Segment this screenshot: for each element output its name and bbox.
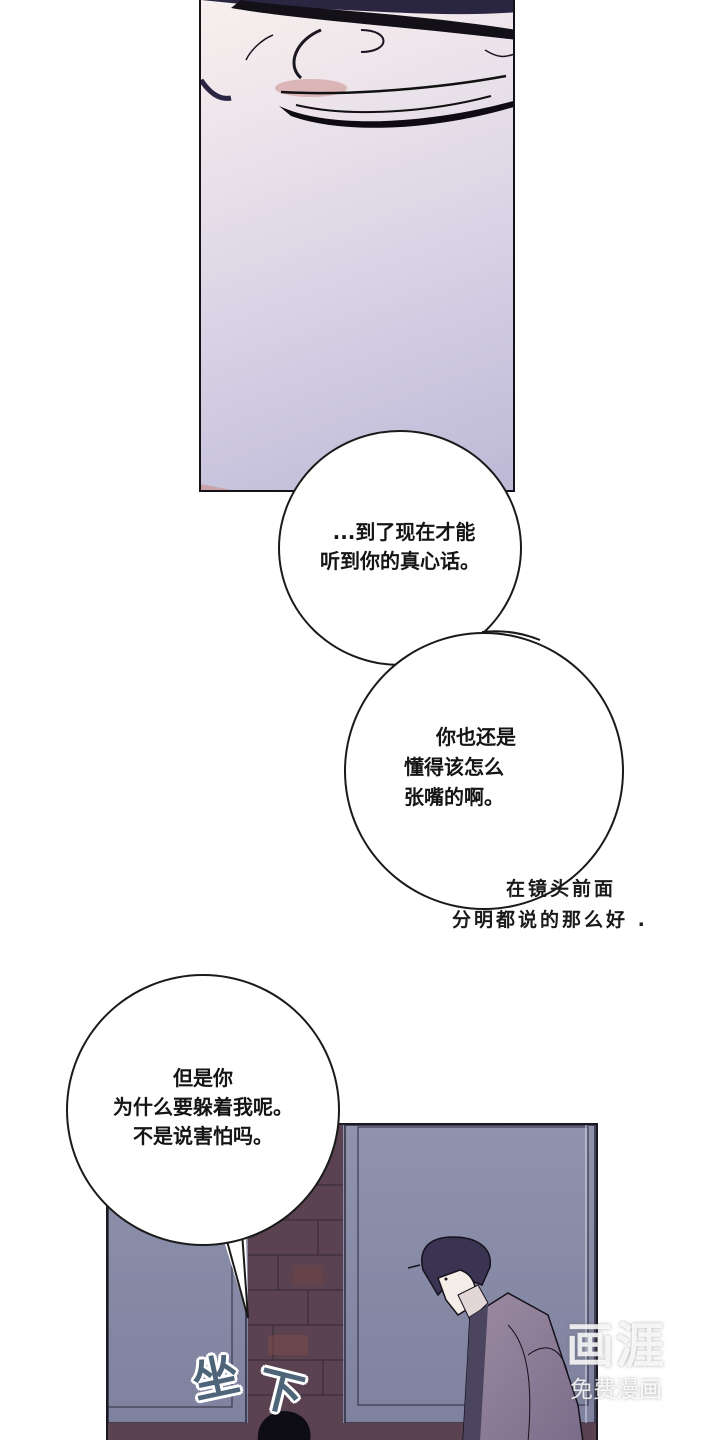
speech-bubble-3 — [66, 974, 340, 1246]
bubble-1-line-1: ...到了现在才能 — [332, 520, 476, 544]
narration-caption: 在镜头前面 分明都说的那么好 . — [452, 874, 648, 936]
watermark: 画涯 免费漫画 — [566, 1306, 690, 1406]
sfx-char-1: 坐 — [187, 1346, 244, 1410]
hallway-scene-illustration — [108, 1125, 596, 1440]
bubble-2-text: 你也还是 懂得该怎么 张嘴的啊。 — [404, 722, 564, 812]
speech-bubble-3-tail — [218, 1222, 249, 1319]
bubble-1-line-2: 听到你的真心话。 — [320, 549, 480, 573]
watermark-logo: 画涯 — [566, 1318, 667, 1374]
bubble-1-text: ...到了现在才能 听到你的真心话。 — [288, 518, 512, 576]
bubble-3-line-3: 不是说害怕吗。 — [133, 1124, 273, 1148]
watermark-subtitle: 免费漫画 — [570, 1377, 662, 1403]
bubble-2-line-3: 张嘴的啊。 — [404, 785, 504, 809]
sfx-sit-down: 坐 下 — [188, 1342, 332, 1424]
caption-line-2: 分明都说的那么好 . — [452, 909, 648, 931]
speech-bubble-1 — [278, 430, 522, 666]
bubble-2-line-2: 懂得该怎么 — [404, 755, 504, 779]
speech-bubble-2 — [344, 632, 624, 910]
bubble-2-line-1: 你也还是 — [436, 725, 516, 749]
comic-panel-closeup-eye — [199, 0, 515, 492]
closed-eye-illustration — [201, 0, 513, 490]
bubble-3-line-2: 为什么要躲着我呢。 — [113, 1095, 293, 1119]
bubble-3-line-1: 但是你 — [173, 1066, 233, 1090]
sfx-char-2: 下 — [251, 1360, 310, 1424]
bubble-3-text: 但是你 为什么要躲着我呢。 不是说害怕吗。 — [70, 1064, 336, 1151]
caption-line-1: 在镜头前面 — [506, 878, 617, 900]
